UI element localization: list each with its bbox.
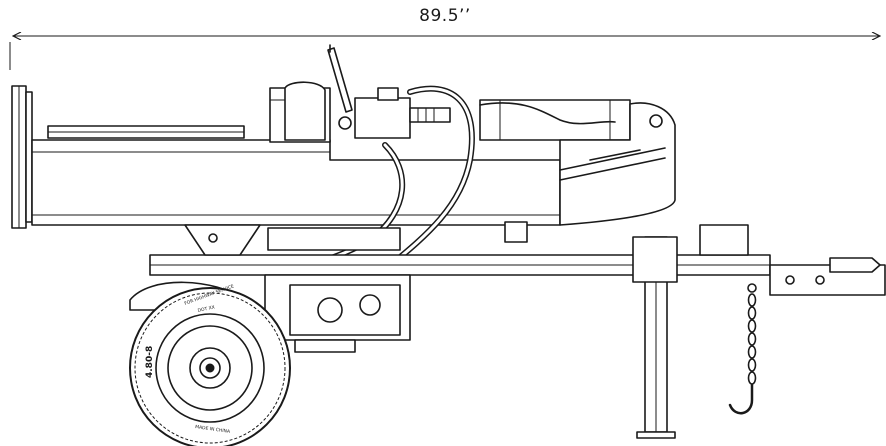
support-stand [632,236,678,439]
main-beam [31,125,561,226]
tire-size-text: 4.80-8 [145,346,155,378]
dimension-line [9,36,880,70]
splitting-wedge-plate [11,85,33,229]
wheel [129,287,291,446]
engine [264,227,411,353]
control-valve [338,87,451,139]
safety-chain [728,283,757,415]
hydraulic-cylinder [479,99,676,226]
tire-small-text-top2: DOT XX [197,304,215,313]
tire-small-text-bottom: MADE IN CHINA [195,424,232,435]
hitch-coupler [769,257,886,296]
push-block [269,81,331,143]
control-lever [327,44,353,113]
overall-length-label: 89.5’’ [419,6,471,26]
